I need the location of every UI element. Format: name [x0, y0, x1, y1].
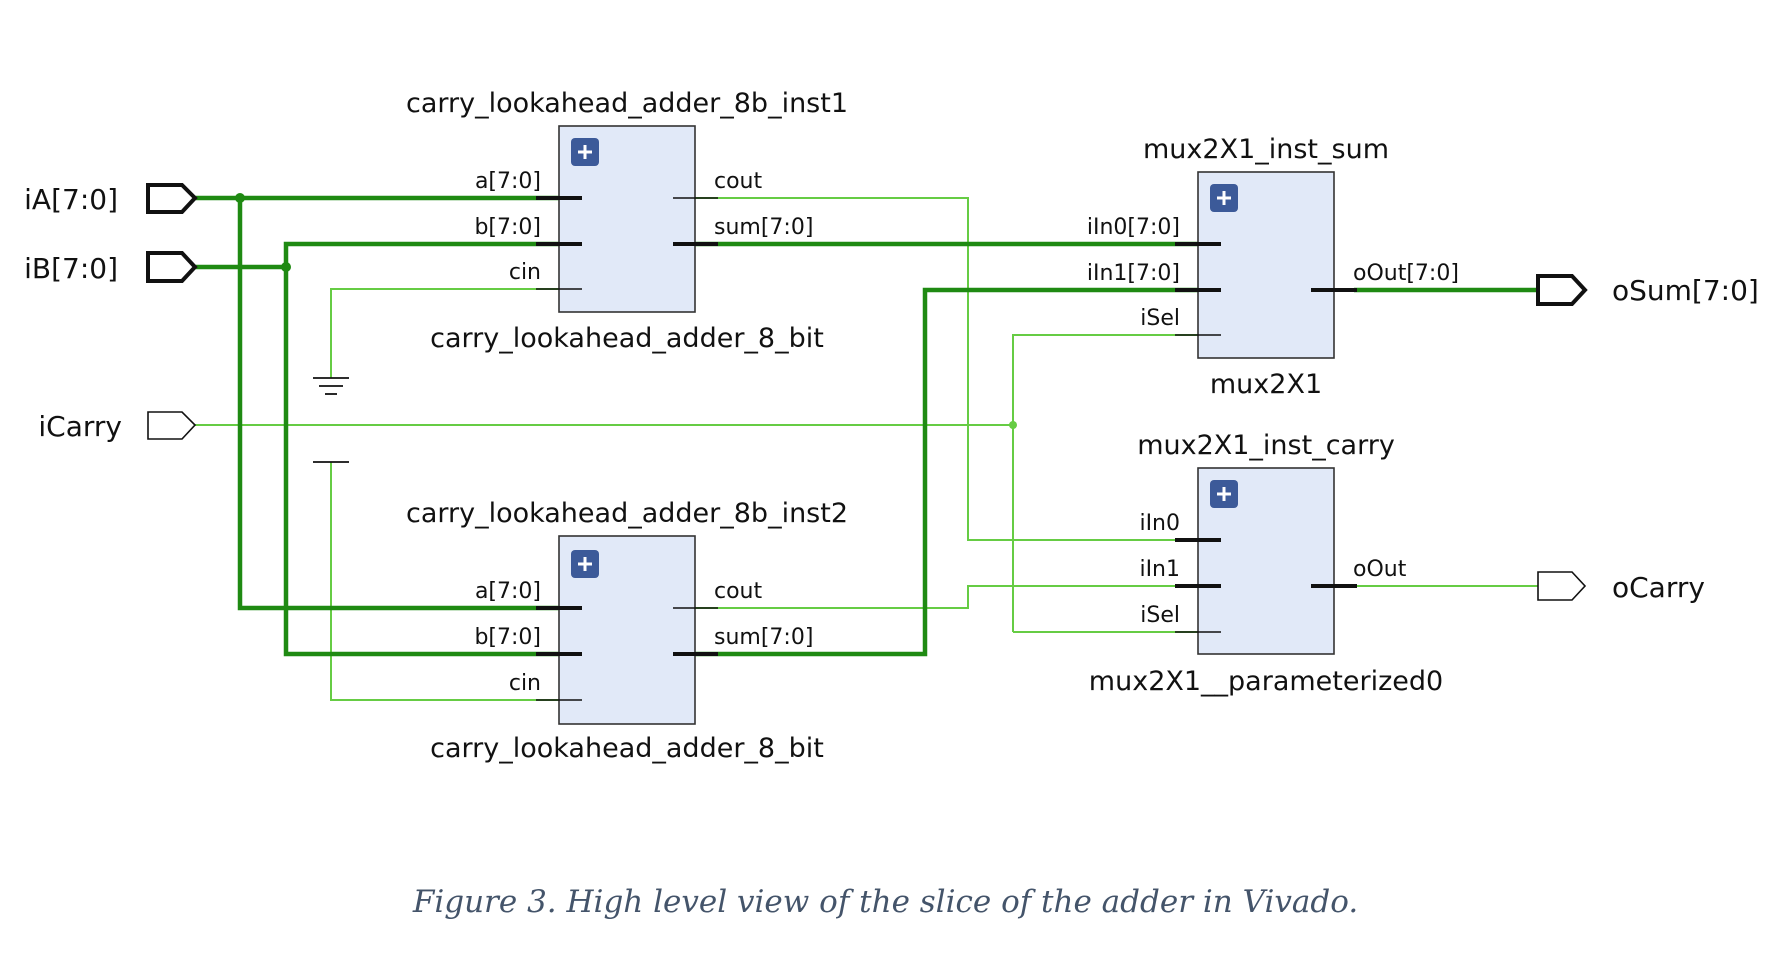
adder2-block[interactable]: carry_lookahead_adder_8b_inst2 a[7:0] b[…	[406, 498, 848, 764]
net-cout1	[693, 197, 1218, 541]
adder1-block[interactable]: carry_lookahead_adder_8b_inst1 a[7:0] b[…	[406, 88, 848, 354]
adder2-port-b: b[7:0]	[474, 625, 541, 650]
mux-carry-port-out: oOut	[1353, 557, 1407, 582]
adder2-cell-name: carry_lookahead_adder_8_bit	[430, 733, 824, 764]
mux-sum-port-sel: iSel	[1140, 306, 1180, 331]
adder1-port-cin: cin	[509, 260, 541, 285]
adder2-instance-name: carry_lookahead_adder_8b_inst2	[406, 498, 848, 529]
mux-carry-port-in0: iIn0	[1139, 511, 1180, 536]
input-port-icarry[interactable]	[147, 411, 197, 440]
output-port-osum[interactable]	[1536, 274, 1588, 306]
bus-sum2	[693, 287, 1218, 657]
plus-square-icon[interactable]	[1210, 480, 1238, 508]
adder2-port-sum: sum[7:0]	[714, 625, 813, 650]
net-cout2	[693, 585, 1218, 609]
adder1-instance-name: carry_lookahead_adder_8b_inst1	[406, 88, 848, 119]
input-port-ib-label: iB[7:0]	[24, 252, 118, 285]
adder1-cell-name: carry_lookahead_adder_8_bit	[430, 323, 824, 354]
input-port-ia[interactable]	[146, 183, 198, 214]
adder1-port-a: a[7:0]	[475, 169, 541, 194]
adder1-port-b: b[7:0]	[474, 215, 541, 240]
plus-square-icon[interactable]	[571, 550, 599, 578]
output-port-osum-label: oSum[7:0]	[1612, 274, 1759, 307]
mux-sum-block[interactable]: mux2X1_inst_sum iIn0[7:0] iIn1[7:0] iSel…	[1087, 134, 1459, 400]
mux-sum-port-in1: iIn1[7:0]	[1087, 261, 1180, 286]
bus-nets	[195, 195, 1538, 657]
net-cin1	[330, 288, 579, 378]
input-port-ib[interactable]	[146, 251, 198, 283]
mux-sum-cell-name: mux2X1	[1210, 369, 1322, 400]
ground-icon	[313, 377, 349, 395]
net-cin2	[330, 462, 579, 701]
junction-ia	[235, 193, 245, 203]
adder1-port-sum: sum[7:0]	[714, 215, 813, 240]
bus-ib-branch	[283, 241, 579, 657]
mux-carry-cell-name: mux2X1__parameterized0	[1089, 666, 1443, 697]
mux-carry-port-in1: iIn1	[1139, 557, 1180, 582]
plus-square-icon[interactable]	[571, 138, 599, 166]
junction-icarry	[1009, 421, 1017, 429]
input-port-icarry-label: iCarry	[38, 410, 122, 443]
adder2-port-cout: cout	[714, 579, 762, 604]
output-port-ocarry[interactable]	[1537, 571, 1587, 601]
adder2-port-cin: cin	[509, 671, 541, 696]
mux-carry-block[interactable]: mux2X1_inst_carry iIn0 iIn1 iSel oOut mu…	[1089, 430, 1443, 697]
bus-ia-branch	[237, 198, 579, 611]
figure-caption: Figure 3. High level view of the slice o…	[412, 884, 1359, 920]
output-port-ocarry-label: oCarry	[1612, 571, 1705, 604]
mux-carry-instance-name: mux2X1_inst_carry	[1137, 430, 1395, 461]
thin-nets	[173, 197, 1538, 701]
io-ports: iA[7:0] iB[7:0] iCarry oSum[7:0] oCarry	[24, 183, 1759, 604]
plus-square-icon[interactable]	[1210, 184, 1238, 212]
junction-ib	[281, 262, 291, 272]
mux-sum-port-out: oOut[7:0]	[1353, 261, 1459, 286]
mux-carry-port-sel: iSel	[1140, 603, 1180, 628]
input-port-ia-label: iA[7:0]	[24, 183, 118, 216]
mux-sum-instance-name: mux2X1_inst_sum	[1143, 134, 1389, 165]
mux-sum-port-in0: iIn0[7:0]	[1087, 215, 1180, 240]
net-sel-sum	[1012, 334, 1218, 632]
adder1-port-cout: cout	[714, 169, 762, 194]
adder2-port-a: a[7:0]	[475, 579, 541, 604]
